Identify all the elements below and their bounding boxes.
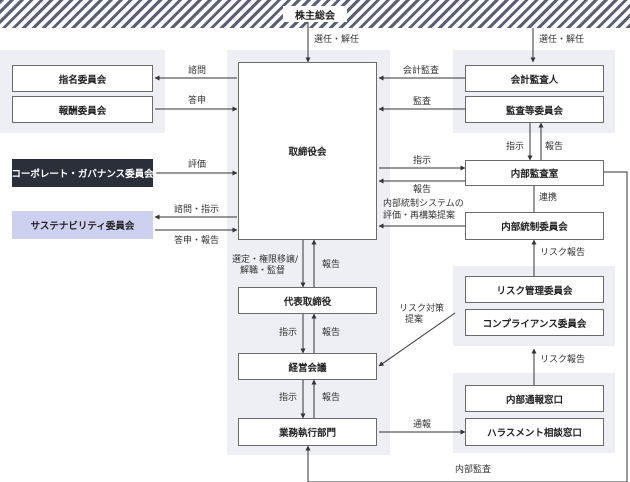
label-ic-proposal-1: 内部統制システムの (383, 199, 464, 209)
compliance-committee: コンプライアンス委員会 (465, 309, 604, 336)
label-risk-report-upper: リスク報告 (540, 248, 586, 258)
label-consult: 諮問 (188, 66, 207, 76)
label-elect-left: 選任・解任 (314, 35, 360, 45)
label-report-rep: 報告 (322, 260, 341, 270)
label-instruct-ia: 指示 (413, 156, 432, 166)
label-select-2: 解職・監督 (240, 266, 286, 276)
internal-audit-office: 内部監査室 (465, 160, 604, 186)
arrow-ia-exec-audit (305, 171, 628, 482)
label-risk-proposal-2: 提案 (405, 315, 424, 325)
label-ac-instruct: 指示 (506, 142, 525, 152)
label-accounting-audit: 会計監査 (403, 66, 440, 76)
label-instruct-exec: 指示 (279, 393, 298, 403)
label-instruct-mgmt: 指示 (279, 328, 298, 338)
label-ic-proposal-2: 評価・再構築提案 (383, 211, 456, 221)
label-consult-instruct: 諮問・指示 (174, 205, 220, 215)
label-answer-report: 答申・報告 (174, 236, 220, 246)
sustainability-committee: サステナビリティ委員会 (12, 211, 153, 239)
label-elect-right: 選任・解任 (539, 35, 585, 45)
business-execution: 業務執行部門 (238, 418, 377, 446)
label-cooperation: 連携 (539, 193, 558, 203)
label-report-ia: 報告 (413, 185, 432, 195)
label-report-exec: 報告 (322, 393, 341, 403)
label-internal-audit-bottom: 内部監査 (455, 465, 492, 475)
representative-director: 代表取締役 (238, 287, 377, 314)
label-ac-report: 報告 (545, 142, 564, 152)
label-report-answer: 答申 (188, 96, 207, 106)
accounting-auditor: 会計監査人 (465, 65, 604, 92)
label-risk-report-lower: リスク報告 (540, 355, 586, 365)
risk-management-committee: リスク管理委員会 (465, 276, 604, 303)
whistleblower-desk: 内部通報窓口 (465, 385, 604, 412)
compensation-committee: 報酬委員会 (12, 96, 153, 123)
governance-committee: コーポレート・ガバナンス委員会 (11, 159, 154, 187)
internal-control-committee: 内部統制委員会 (465, 212, 604, 240)
label-risk-proposal-1: リスク対策 (399, 304, 445, 314)
label-evaluate: 評価 (188, 160, 207, 170)
nomination-committee: 指名委員会 (12, 65, 153, 92)
audit-committee: 監査等委員会 (465, 96, 604, 123)
label-report-mgmt: 報告 (322, 328, 341, 338)
board-of-directors: 取締役会 (238, 62, 377, 240)
arrow-risk-mgmt (378, 312, 456, 367)
label-audit: 監査 (413, 97, 432, 107)
harassment-desk: ハラスメント相談窓口 (465, 418, 604, 446)
management-meeting: 経営会議 (238, 353, 377, 380)
shareholders-meeting: 株主総会 (283, 6, 347, 22)
label-select-1: 選定・権限移譲/ (232, 255, 299, 265)
label-notify: 通報 (413, 420, 432, 430)
